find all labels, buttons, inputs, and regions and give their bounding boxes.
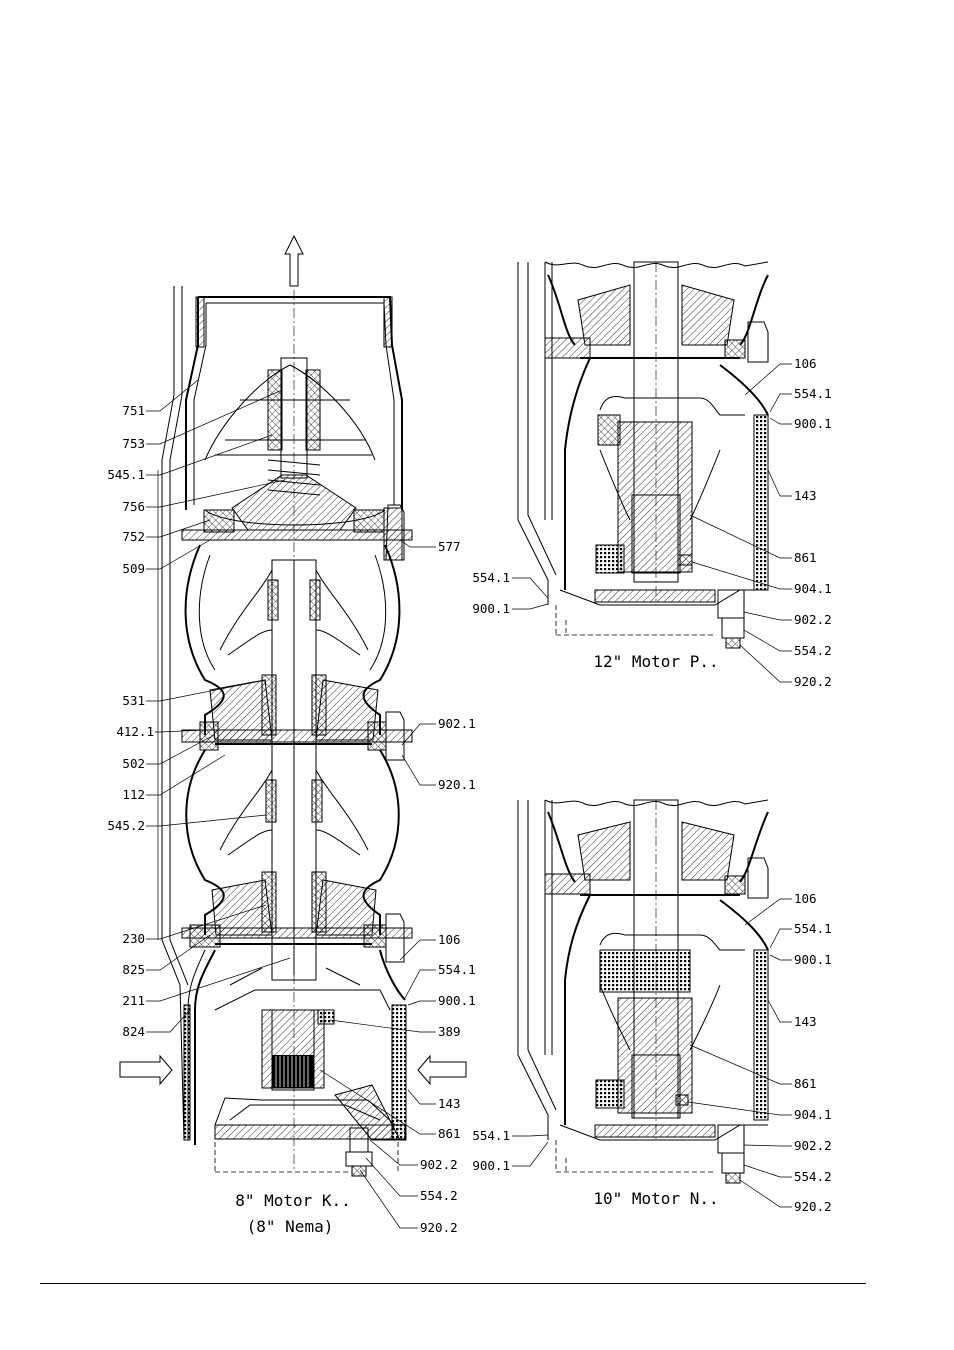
part-label: 531 <box>122 693 145 708</box>
part-label: 554.2 <box>420 1188 458 1203</box>
part-label: 752 <box>122 529 145 544</box>
part-label: 900.1 <box>472 601 510 616</box>
part-label: 751 <box>122 403 145 418</box>
part-label: 554.1 <box>794 386 832 401</box>
part-label: 902.1 <box>438 716 476 731</box>
part-label: 824 <box>122 1024 145 1039</box>
part-label: 920.2 <box>420 1220 458 1235</box>
part-label: 554.1 <box>438 962 476 977</box>
part-label: 904.1 <box>794 581 832 596</box>
part-label: 861 <box>438 1126 461 1141</box>
part-label: 900.1 <box>438 993 476 1008</box>
part-label: 861 <box>794 550 817 565</box>
part-label: 920.1 <box>438 777 476 792</box>
inlet-arrow-right-icon <box>120 1056 172 1084</box>
part-label: 106 <box>794 356 817 371</box>
part-label: 211 <box>122 993 145 1008</box>
motor-10in-detail <box>512 800 792 1207</box>
subcaption-8in-nema: (8" Nema) <box>247 1217 334 1236</box>
part-label: 920.2 <box>794 674 832 689</box>
part-label: 554.1 <box>472 1128 510 1143</box>
part-label: 861 <box>794 1076 817 1091</box>
part-label: 143 <box>794 488 817 503</box>
inlet-arrow-left-icon <box>418 1056 466 1084</box>
part-label: 545.2 <box>107 818 145 833</box>
labels-8in-right: 577 902.1 920.1 106 554.1 900.1 389 143 … <box>420 539 476 1235</box>
labels-8in-left: 751 753 545.1 756 752 509 531 412.1 502 … <box>107 403 154 1039</box>
part-label: 143 <box>438 1096 461 1111</box>
part-label: 502 <box>122 756 145 771</box>
part-label: 106 <box>438 932 461 947</box>
part-label: 554.1 <box>794 921 832 936</box>
caption-8in-motor: 8" Motor K.. <box>235 1191 351 1210</box>
part-label: 900.1 <box>472 1158 510 1173</box>
motor-12in-detail <box>512 262 792 682</box>
part-label: 554.1 <box>472 570 510 585</box>
part-label: 412.1 <box>116 724 154 739</box>
part-label: 902.2 <box>420 1157 458 1172</box>
part-label: 554.2 <box>794 643 832 658</box>
part-label: 389 <box>438 1024 461 1039</box>
caption-10in-motor: 10" Motor N.. <box>593 1189 718 1208</box>
part-label: 900.1 <box>794 416 832 431</box>
part-label: 904.1 <box>794 1107 832 1122</box>
part-label: 509 <box>122 561 145 576</box>
part-label: 112 <box>122 787 145 802</box>
part-label: 106 <box>794 891 817 906</box>
part-label: 900.1 <box>794 952 832 967</box>
part-label: 756 <box>122 499 145 514</box>
part-label: 902.2 <box>794 612 832 627</box>
part-label: 753 <box>122 436 145 451</box>
part-label: 920.2 <box>794 1199 832 1214</box>
part-label: 545.1 <box>107 467 145 482</box>
part-label: 554.2 <box>794 1169 832 1184</box>
footer-rule <box>40 1283 866 1284</box>
part-label: 902.2 <box>794 1138 832 1153</box>
pump-8in-assembly <box>120 236 466 1228</box>
part-label: 143 <box>794 1014 817 1029</box>
caption-12in-motor: 12" Motor P.. <box>593 652 718 671</box>
flow-arrow-up-icon <box>285 236 303 286</box>
part-label: 825 <box>122 962 145 977</box>
spline-coupling <box>272 1055 314 1088</box>
part-label: 230 <box>122 931 145 946</box>
part-label: 577 <box>438 539 461 554</box>
